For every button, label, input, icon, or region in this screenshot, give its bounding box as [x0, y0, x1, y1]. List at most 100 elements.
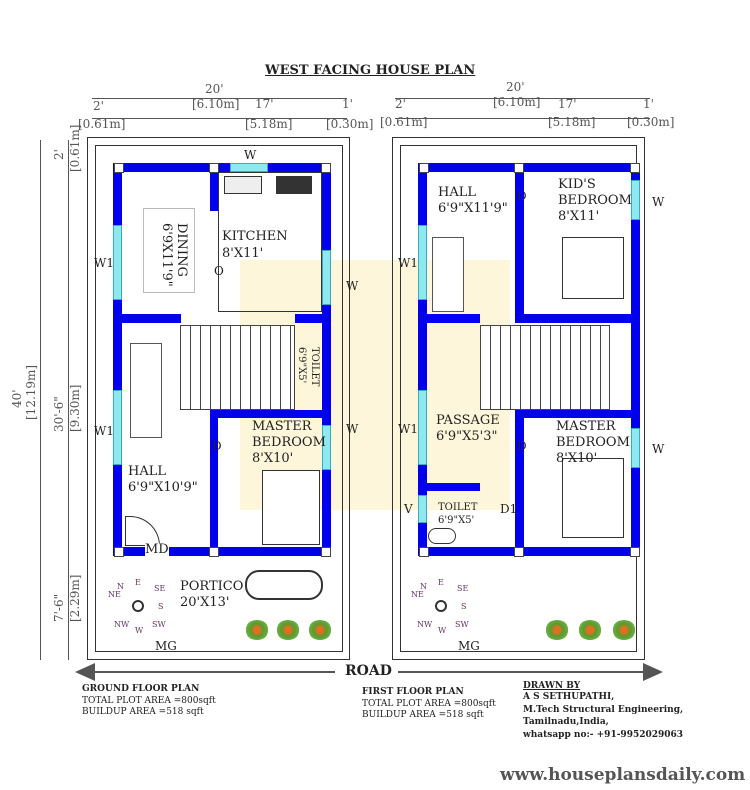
- master-size: 8'X10': [252, 451, 294, 466]
- dim-height: 40': [10, 389, 24, 408]
- door-label: D: [212, 439, 222, 453]
- w1-label: W1: [398, 256, 418, 270]
- dim-height-m: [12.19m]: [24, 364, 38, 420]
- sink-icon: [224, 176, 262, 194]
- dim-mid-h-m: [9.30m]: [68, 384, 82, 432]
- dining-label: DINING: [174, 223, 189, 277]
- passage-size: 6'9"X5'3": [436, 429, 498, 444]
- ground-buildup-area: BUILDUP AREA =518 sqft: [82, 707, 204, 717]
- passage-label: PASSAGE: [436, 413, 500, 428]
- dim-width: 20': [506, 80, 525, 94]
- plant-icon: [308, 620, 332, 640]
- plan-title: WEST FACING HOUSE PLAN: [265, 63, 476, 78]
- dim-width-m: [6.10m]: [192, 97, 240, 111]
- window-w1-top: [113, 225, 122, 300]
- stove-icon: [276, 176, 312, 194]
- sofa-icon: [130, 343, 162, 438]
- staircase: [180, 325, 295, 410]
- kitchen-opening: O: [214, 264, 224, 278]
- portico-label: PORTICO: [180, 579, 244, 594]
- main-door-label: MD: [145, 542, 169, 558]
- kitchen-counter: [218, 172, 322, 312]
- hall-size: 6'9"X11'9": [438, 201, 508, 216]
- drawn-by-name: A S SETHUPATHI,: [523, 692, 615, 702]
- kids-size: 8'X11': [558, 209, 600, 224]
- toilet-label: TOILET: [309, 347, 320, 387]
- window-right-2: [322, 425, 331, 470]
- dim-left: 2': [93, 99, 104, 113]
- window-label: W: [652, 195, 665, 209]
- road-label: ROAD: [345, 663, 392, 679]
- hall-label: HALL: [128, 464, 166, 479]
- toilet-size: 6'9"X5': [438, 515, 475, 526]
- master-label: MASTER: [556, 419, 616, 434]
- first-info-title: FIRST FLOOR PLAN: [362, 687, 464, 697]
- car-icon: [245, 570, 323, 600]
- w1-label: W1: [398, 422, 418, 436]
- dim-top-m: [0.61m]: [68, 124, 82, 172]
- dim-bot-m: [2.29m]: [68, 574, 82, 622]
- drawn-by-qualification: M.Tech Structural Engineering,: [523, 705, 684, 715]
- staircase: [480, 325, 610, 410]
- drawn-by-phone: whatsapp no:- +91-9952029063: [523, 730, 684, 740]
- bed-icon: [262, 470, 320, 545]
- dim-left: 2': [395, 97, 406, 111]
- bed-icon: [562, 458, 624, 538]
- website-link[interactable]: www.houseplansdaily.com: [500, 765, 746, 785]
- toilet-door-label: D1: [500, 502, 518, 516]
- dining-size: 6'9X11'9": [159, 223, 174, 287]
- bed-icon: [562, 237, 624, 299]
- dim-mid: 17': [255, 97, 274, 111]
- dim-width-m: [6.10m]: [493, 95, 541, 109]
- dim-bot: 7'-6": [52, 593, 66, 622]
- master-size: 8'X10': [556, 451, 598, 466]
- master-label: MASTER: [252, 419, 312, 434]
- drawn-by-place: Tamilnadu,India,: [523, 717, 609, 727]
- hall-label: HALL: [438, 185, 476, 200]
- window-right-1: [322, 250, 331, 305]
- first-buildup-area: BUILDUP AREA =518 sqft: [362, 710, 484, 720]
- kitchen-label: KITCHEN: [222, 229, 288, 244]
- kids-label-2: BEDROOM: [558, 193, 632, 208]
- kitchen-size: 8'X11': [222, 246, 264, 261]
- first-plot-area: TOTAL PLOT AREA =800sqft: [362, 699, 496, 709]
- toilet-size: 6'9"X5': [296, 347, 307, 384]
- kids-label: KID'S: [558, 177, 596, 192]
- dim-mid: 17': [558, 97, 577, 111]
- dim-right: 1': [342, 97, 353, 111]
- dim-right-m: [0.30m]: [627, 115, 675, 129]
- plant-icon: [276, 620, 300, 640]
- sofa-icon: [432, 237, 464, 312]
- dim-mid-m: [5.18m]: [245, 117, 293, 131]
- dim-mid-m: [5.18m]: [548, 115, 596, 129]
- window-label: W: [346, 279, 359, 293]
- ground-plot-area: TOTAL PLOT AREA =800sqft: [82, 696, 216, 706]
- dining-table-icon: [143, 208, 195, 293]
- dim-mid-h: 30'-6": [52, 396, 66, 432]
- w1-label: W1: [94, 424, 114, 438]
- window-top: [230, 163, 268, 172]
- door-label: D: [517, 189, 527, 203]
- ventilator-label: V: [404, 502, 413, 516]
- window-label: W: [652, 442, 665, 456]
- gate-label: MG: [155, 639, 177, 653]
- label: W: [244, 148, 257, 162]
- hall-size: 6'9"X10'9": [128, 480, 198, 495]
- door-label: D: [517, 439, 527, 453]
- window-w1-bottom: [113, 390, 122, 465]
- toilet-seat-icon: [428, 528, 456, 544]
- dim-left-m: [0.61m]: [78, 117, 126, 131]
- dim-right-m: [0.30m]: [326, 117, 374, 131]
- portico-size: 20'X13': [180, 595, 230, 610]
- drawn-by-label: DRAWN BY: [523, 681, 581, 691]
- dim-left-m: [0.61m]: [380, 115, 428, 129]
- w1-label: W1: [94, 256, 114, 270]
- master-label-2: BEDROOM: [556, 435, 630, 450]
- toilet-label: TOILET: [438, 502, 478, 513]
- window-label: W: [346, 422, 359, 436]
- gate-label: MG: [458, 639, 480, 653]
- master-label-2: BEDROOM: [252, 435, 326, 450]
- ground-info-title: GROUND FLOOR PLAN: [82, 684, 200, 694]
